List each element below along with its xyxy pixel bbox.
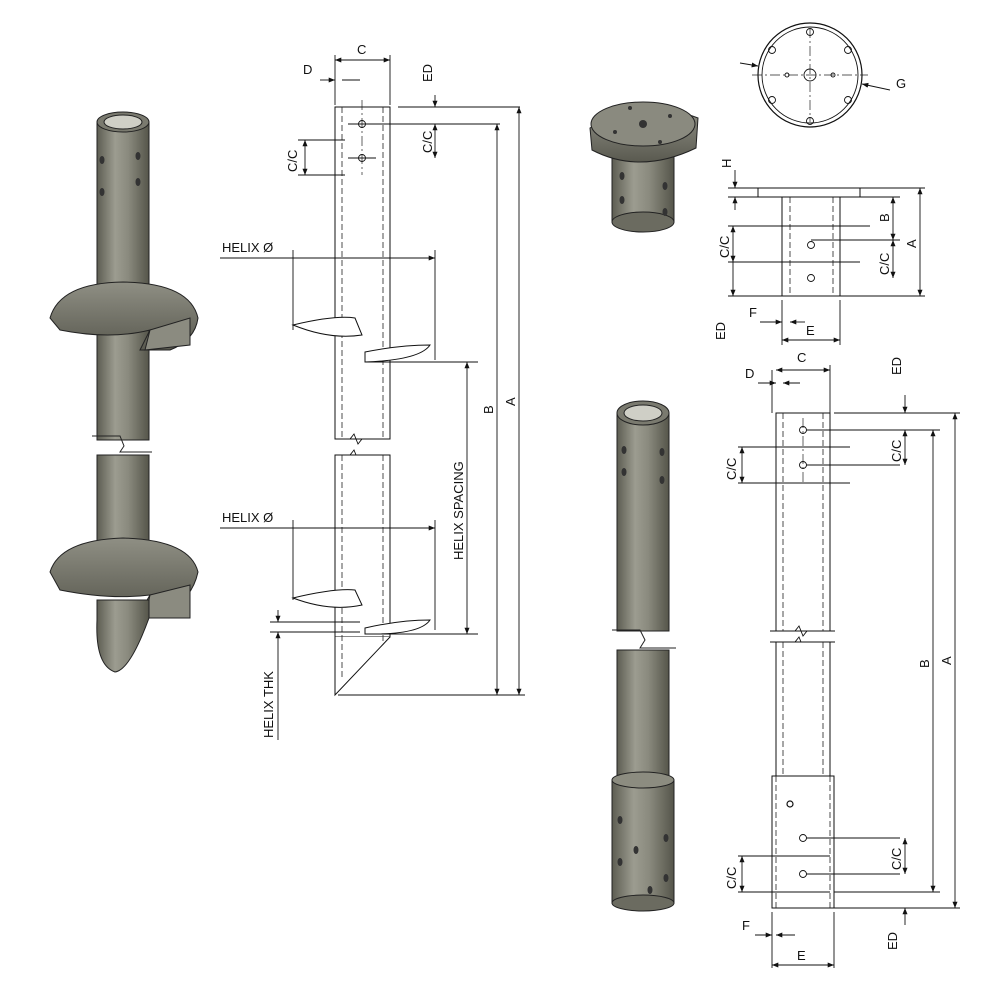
- cap-dim-label-cc-left: C/C: [717, 236, 732, 258]
- cap-plan-view: G: [739, 22, 906, 128]
- helical-pile-elevation: [291, 100, 500, 697]
- dim-label-a: A: [503, 397, 518, 406]
- ext-dim-label-ed-top: ED: [889, 357, 904, 375]
- ext-dim-label-f: F: [742, 918, 750, 933]
- ext-dim-label-d: D: [745, 366, 754, 381]
- dim-label-helix-thk: HELIX THK: [261, 671, 276, 738]
- ext-dim-label-a: A: [939, 656, 954, 665]
- dim-label-cc-left: C/C: [285, 150, 300, 172]
- dim-label-ed: ED: [420, 64, 435, 82]
- cap-dim-label-f: F: [749, 305, 757, 320]
- ext-dim-label-cc-bottom-left: C/C: [724, 867, 739, 889]
- extension-elevation: C D ED C/C C/C B A C/C C/C F E ED: [724, 350, 960, 968]
- dim-label-d: D: [303, 62, 312, 77]
- helical-pile-labels: C D ED C/C C/C HELIX Ø HELIX Ø HELIX SPA…: [222, 42, 518, 738]
- cap-dim-label-a: A: [904, 239, 919, 248]
- ext-dim-label-e: E: [797, 948, 806, 963]
- cap-dim-label-b: B: [877, 213, 892, 222]
- ext-dim-label-cc-bottom-right: C/C: [889, 848, 904, 870]
- cap-elevation: H C/C B C/C A F E ED: [713, 159, 925, 345]
- cap-dim-label-e: E: [806, 323, 815, 338]
- ext-dim-label-ed-bottom: ED: [885, 932, 900, 950]
- dim-label-c: C: [357, 42, 366, 57]
- cap-dim-label-h: H: [719, 159, 734, 168]
- cap-dim-label-cc-right: C/C: [877, 253, 892, 275]
- helical-pile-3d-render: [49, 111, 199, 673]
- dim-label-helix-spacing: HELIX SPACING: [451, 461, 466, 560]
- helical-pile-dimensions: [220, 55, 525, 740]
- dim-label-cc-right: C/C: [420, 131, 435, 153]
- cap-3d-render: [589, 101, 699, 233]
- dim-label-g: G: [896, 76, 906, 91]
- ext-dim-label-cc-top-left: C/C: [724, 458, 739, 480]
- dim-label-helix-dia-bottom: HELIX Ø: [222, 510, 273, 525]
- dim-label-helix-dia-top: HELIX Ø: [222, 240, 273, 255]
- cap-dim-label-ed: ED: [713, 322, 728, 340]
- dim-label-b: B: [481, 405, 496, 414]
- extension-3d-render: [611, 400, 676, 912]
- ext-dim-label-cc-top-right: C/C: [889, 440, 904, 462]
- ext-dim-label-c: C: [797, 350, 806, 365]
- ext-dim-label-b: B: [917, 659, 932, 668]
